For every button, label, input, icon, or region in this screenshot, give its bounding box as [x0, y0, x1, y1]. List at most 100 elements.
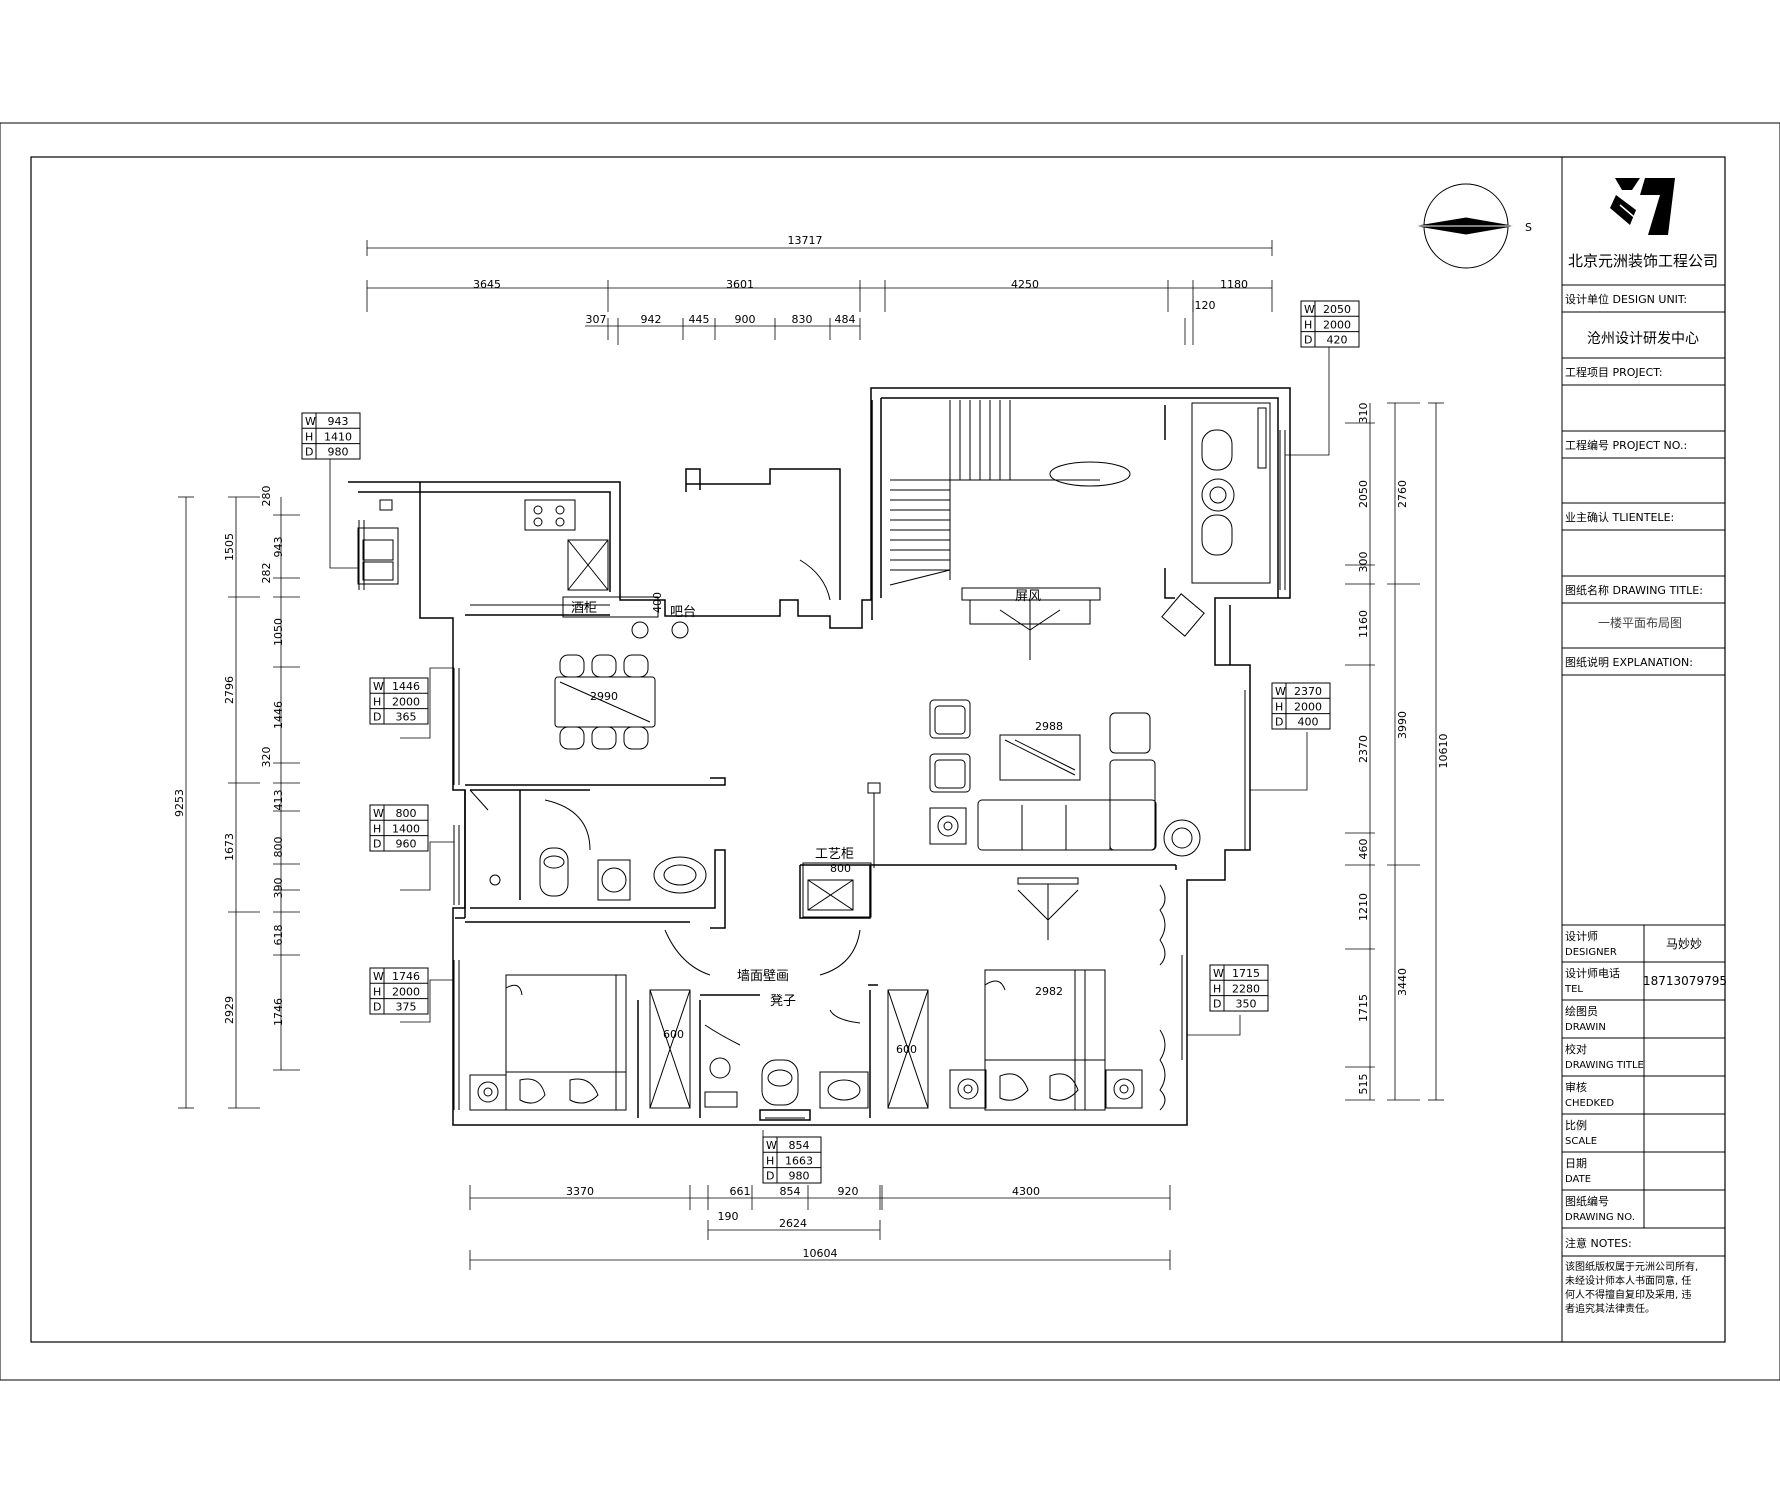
check-cn: 校对 — [1565, 1042, 1587, 1056]
dimension-lines — [178, 240, 1444, 1270]
window-tag-key: H — [373, 695, 381, 708]
window-tag-key: D — [305, 446, 313, 459]
design-unit: 沧州设计研发中心 — [1587, 330, 1699, 347]
tel-en: TEL — [1564, 984, 1583, 995]
date-en: DATE — [1565, 1174, 1591, 1185]
window-tag-key: H — [1213, 982, 1221, 995]
window-tag-key: H — [373, 822, 381, 835]
dim-left-b: 2796 — [223, 676, 236, 704]
designer-en: DESIGNER — [1565, 947, 1617, 958]
check-en: DRAWING TITLE — [1565, 1060, 1644, 1071]
dim-right-s7: 1210 — [1357, 893, 1370, 921]
dim-top-c: 4250 — [1011, 278, 1039, 291]
drawing-no-cn: 图纸编号 — [1565, 1194, 1609, 1208]
dim-left-total: 9253 — [173, 789, 186, 817]
dim-right-s6: 460 — [1357, 839, 1370, 860]
window-tag-value: 365 — [396, 711, 417, 724]
dim-top-b: 3601 — [726, 278, 754, 291]
window-tag-key: D — [766, 1170, 774, 1183]
window-tag-value: 420 — [1327, 334, 1348, 347]
dim-right-c: 3440 — [1396, 968, 1409, 996]
bedroom-right — [887, 884, 1166, 1111]
dim-right-total: 10610 — [1437, 734, 1450, 769]
dim-right-s5: 2370 — [1357, 735, 1370, 763]
dim-right-s9: 515 — [1357, 1074, 1370, 1095]
dim-top-total: 13717 — [788, 234, 823, 247]
dim-right-s3: 300 — [1357, 552, 1370, 573]
tel-cn: 设计师电话 — [1565, 967, 1620, 980]
dim-left-s11: 1746 — [272, 998, 285, 1026]
dim-top-a: 3645 — [473, 278, 501, 291]
window-tag-value: 960 — [396, 838, 417, 851]
dim-right-s1: 310 — [1357, 403, 1370, 424]
dim-left-s10: 618 — [272, 925, 285, 946]
title-block — [1561, 157, 1725, 1342]
dim-top-d: 1180 — [1220, 278, 1248, 291]
window-tag-value: 854 — [789, 1139, 810, 1152]
dim-bottom-b1: 661 — [730, 1185, 751, 1198]
inner-frame — [30, 156, 1726, 1343]
dim-top-s7: 120 — [1195, 299, 1216, 312]
window-tag-value: 1715 — [1232, 967, 1260, 980]
dim-right-b: 3990 — [1396, 711, 1409, 739]
window-tag-key: D — [1304, 334, 1312, 347]
window-tag-key: D — [373, 711, 381, 724]
dim-bottom-b2: 854 — [780, 1185, 801, 1198]
window-tag-key: W — [373, 680, 384, 693]
screen-partition — [961, 587, 1101, 660]
notes-line-4: 者追究其法律责任。 — [1565, 1302, 1655, 1315]
dim-left-s8: 800 — [272, 837, 285, 858]
window-tag-key: H — [1275, 700, 1283, 713]
window-tag-value: 2280 — [1232, 982, 1260, 995]
dim-bottom-s1: 190 — [718, 1210, 739, 1223]
bedroom-area-label: 2982 — [1035, 985, 1063, 998]
dim-left-d: 2929 — [223, 996, 236, 1024]
window-tag-key: W — [766, 1139, 777, 1152]
project-no-label: 工程编号 PROJECT NO.: — [1565, 438, 1687, 452]
window-tag-value: 350 — [1236, 998, 1257, 1011]
tel-value: 18713079795 — [1643, 974, 1727, 988]
drawn-en: DRAWIN — [1565, 1022, 1606, 1033]
window-tag-key: D — [1275, 716, 1283, 729]
notes-line-1: 该图纸版权属于元洲公司所有, — [1565, 1260, 1698, 1273]
date-cn: 日期 — [1565, 1157, 1587, 1170]
dim-top-s6: 484 — [835, 313, 856, 326]
window-tag-key: W — [1304, 303, 1315, 316]
window-tag-value: 400 — [1298, 716, 1319, 729]
scale-en: SCALE — [1565, 1136, 1597, 1147]
notes-label: 注意 NOTES: — [1565, 1236, 1632, 1250]
window-tag-key: H — [373, 985, 381, 998]
company-name: 北京元洲装饰工程公司 — [1568, 252, 1718, 270]
window-marks — [358, 430, 1286, 1119]
dim-bottom-c: 4300 — [1012, 1185, 1040, 1198]
walls — [348, 387, 1291, 1126]
dim-bottom-mid: 2624 — [779, 1217, 807, 1230]
notes-line-3: 何人不得擅自复印及采用, 违 — [1565, 1288, 1691, 1301]
designer-name: 马妙妙 — [1666, 937, 1702, 951]
window-tag-value: 1663 — [785, 1154, 813, 1167]
design-unit-label: 设计单位 DESIGN UNIT: — [1565, 292, 1687, 306]
tea-set — [1161, 402, 1271, 637]
window-tag-value: 800 — [396, 807, 417, 820]
window-tag-value: 1746 — [392, 970, 420, 983]
north-label: S — [1525, 221, 1532, 234]
dim-right-a: 2760 — [1396, 480, 1409, 508]
window-tag-value: 375 — [396, 1001, 417, 1014]
dim-left-s3: 282 — [260, 563, 273, 584]
window-tag-value: 1410 — [324, 430, 352, 443]
drawing-no-en: DRAWING NO. — [1565, 1212, 1635, 1223]
window-tag-key: W — [305, 415, 316, 428]
drawing-title-label: 图纸名称 DRAWING TITLE: — [1565, 583, 1703, 597]
window-tag-value: 2370 — [1294, 685, 1322, 698]
dim-left-a: 1505 — [223, 533, 236, 561]
dim-bottom-total: 10604 — [803, 1247, 838, 1260]
dim-top-s1: 307 — [586, 313, 607, 326]
bathroom-2 — [704, 1057, 869, 1109]
